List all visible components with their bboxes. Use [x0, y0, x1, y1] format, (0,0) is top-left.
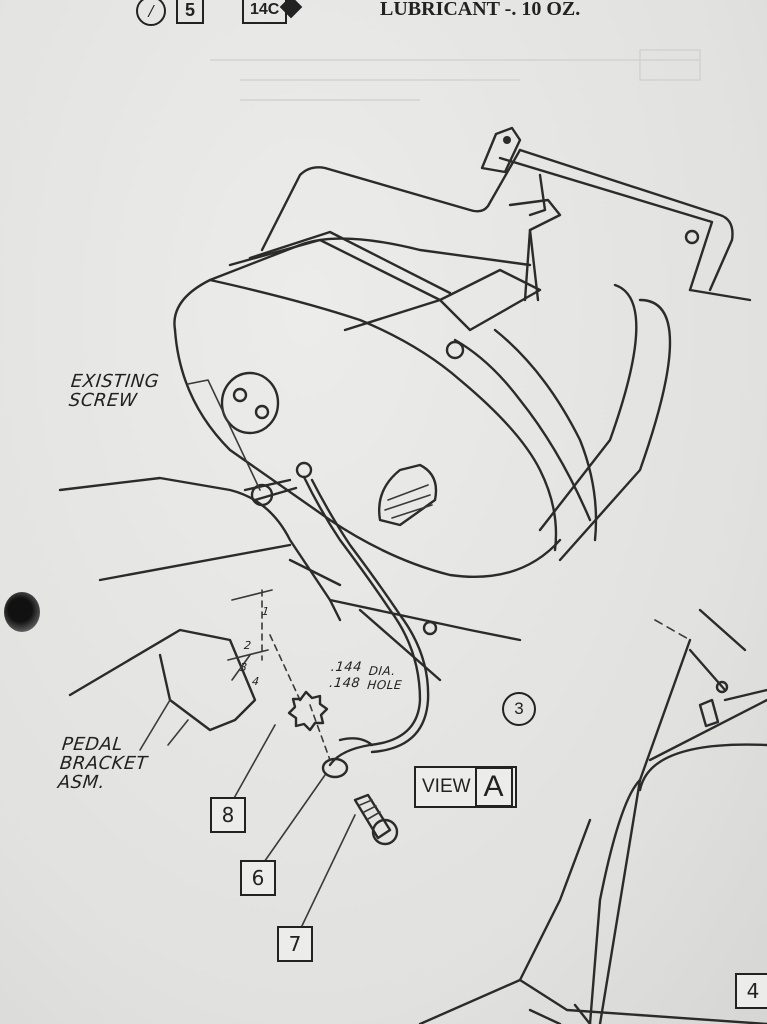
- top-clip: [480, 126, 700, 245]
- leader-lines: [167, 379, 356, 931]
- label-dia-hole: DIA. HOLE: [366, 664, 403, 692]
- housing: [173, 198, 598, 579]
- label-existing-screw: EXISTING SCREW: [67, 371, 161, 411]
- screw-part-7: [353, 793, 399, 846]
- callout-circle-3: 3: [502, 692, 536, 726]
- pedal-bracket-part: [58, 476, 522, 761]
- callout-box-7: 7: [277, 926, 313, 962]
- dim-mark-3: 3: [239, 661, 249, 674]
- dim-mark-1: 1: [261, 605, 271, 618]
- header-step-circle: /: [136, 0, 166, 26]
- bleed-through: [210, 49, 701, 101]
- dim-mark-2: 2: [243, 639, 253, 652]
- header-step-box: 5: [176, 0, 204, 24]
- view-a-label: VIEW A: [414, 766, 517, 808]
- dim-mark-4: 4: [251, 675, 261, 688]
- view-letter: A: [474, 767, 513, 807]
- star-washer: [287, 690, 329, 732]
- view-word: VIEW: [422, 776, 471, 797]
- existing-screw-part: [243, 478, 298, 507]
- callout-box-4: 4: [735, 973, 767, 1009]
- label-pedal-bracket: PEDAL BRACKET ASM.: [56, 734, 149, 793]
- binder-hole: [4, 592, 40, 632]
- header-lubricant: LUBRICANT -. 10 OZ.: [380, 0, 581, 20]
- door-frame: [418, 608, 767, 1024]
- dash-panel: [260, 148, 752, 562]
- callout-box-8: 8: [210, 797, 246, 833]
- label-hole-size: .144 .148: [328, 660, 363, 691]
- header-part-code: 14C: [242, 0, 303, 24]
- callout-box-6: 6: [240, 860, 276, 896]
